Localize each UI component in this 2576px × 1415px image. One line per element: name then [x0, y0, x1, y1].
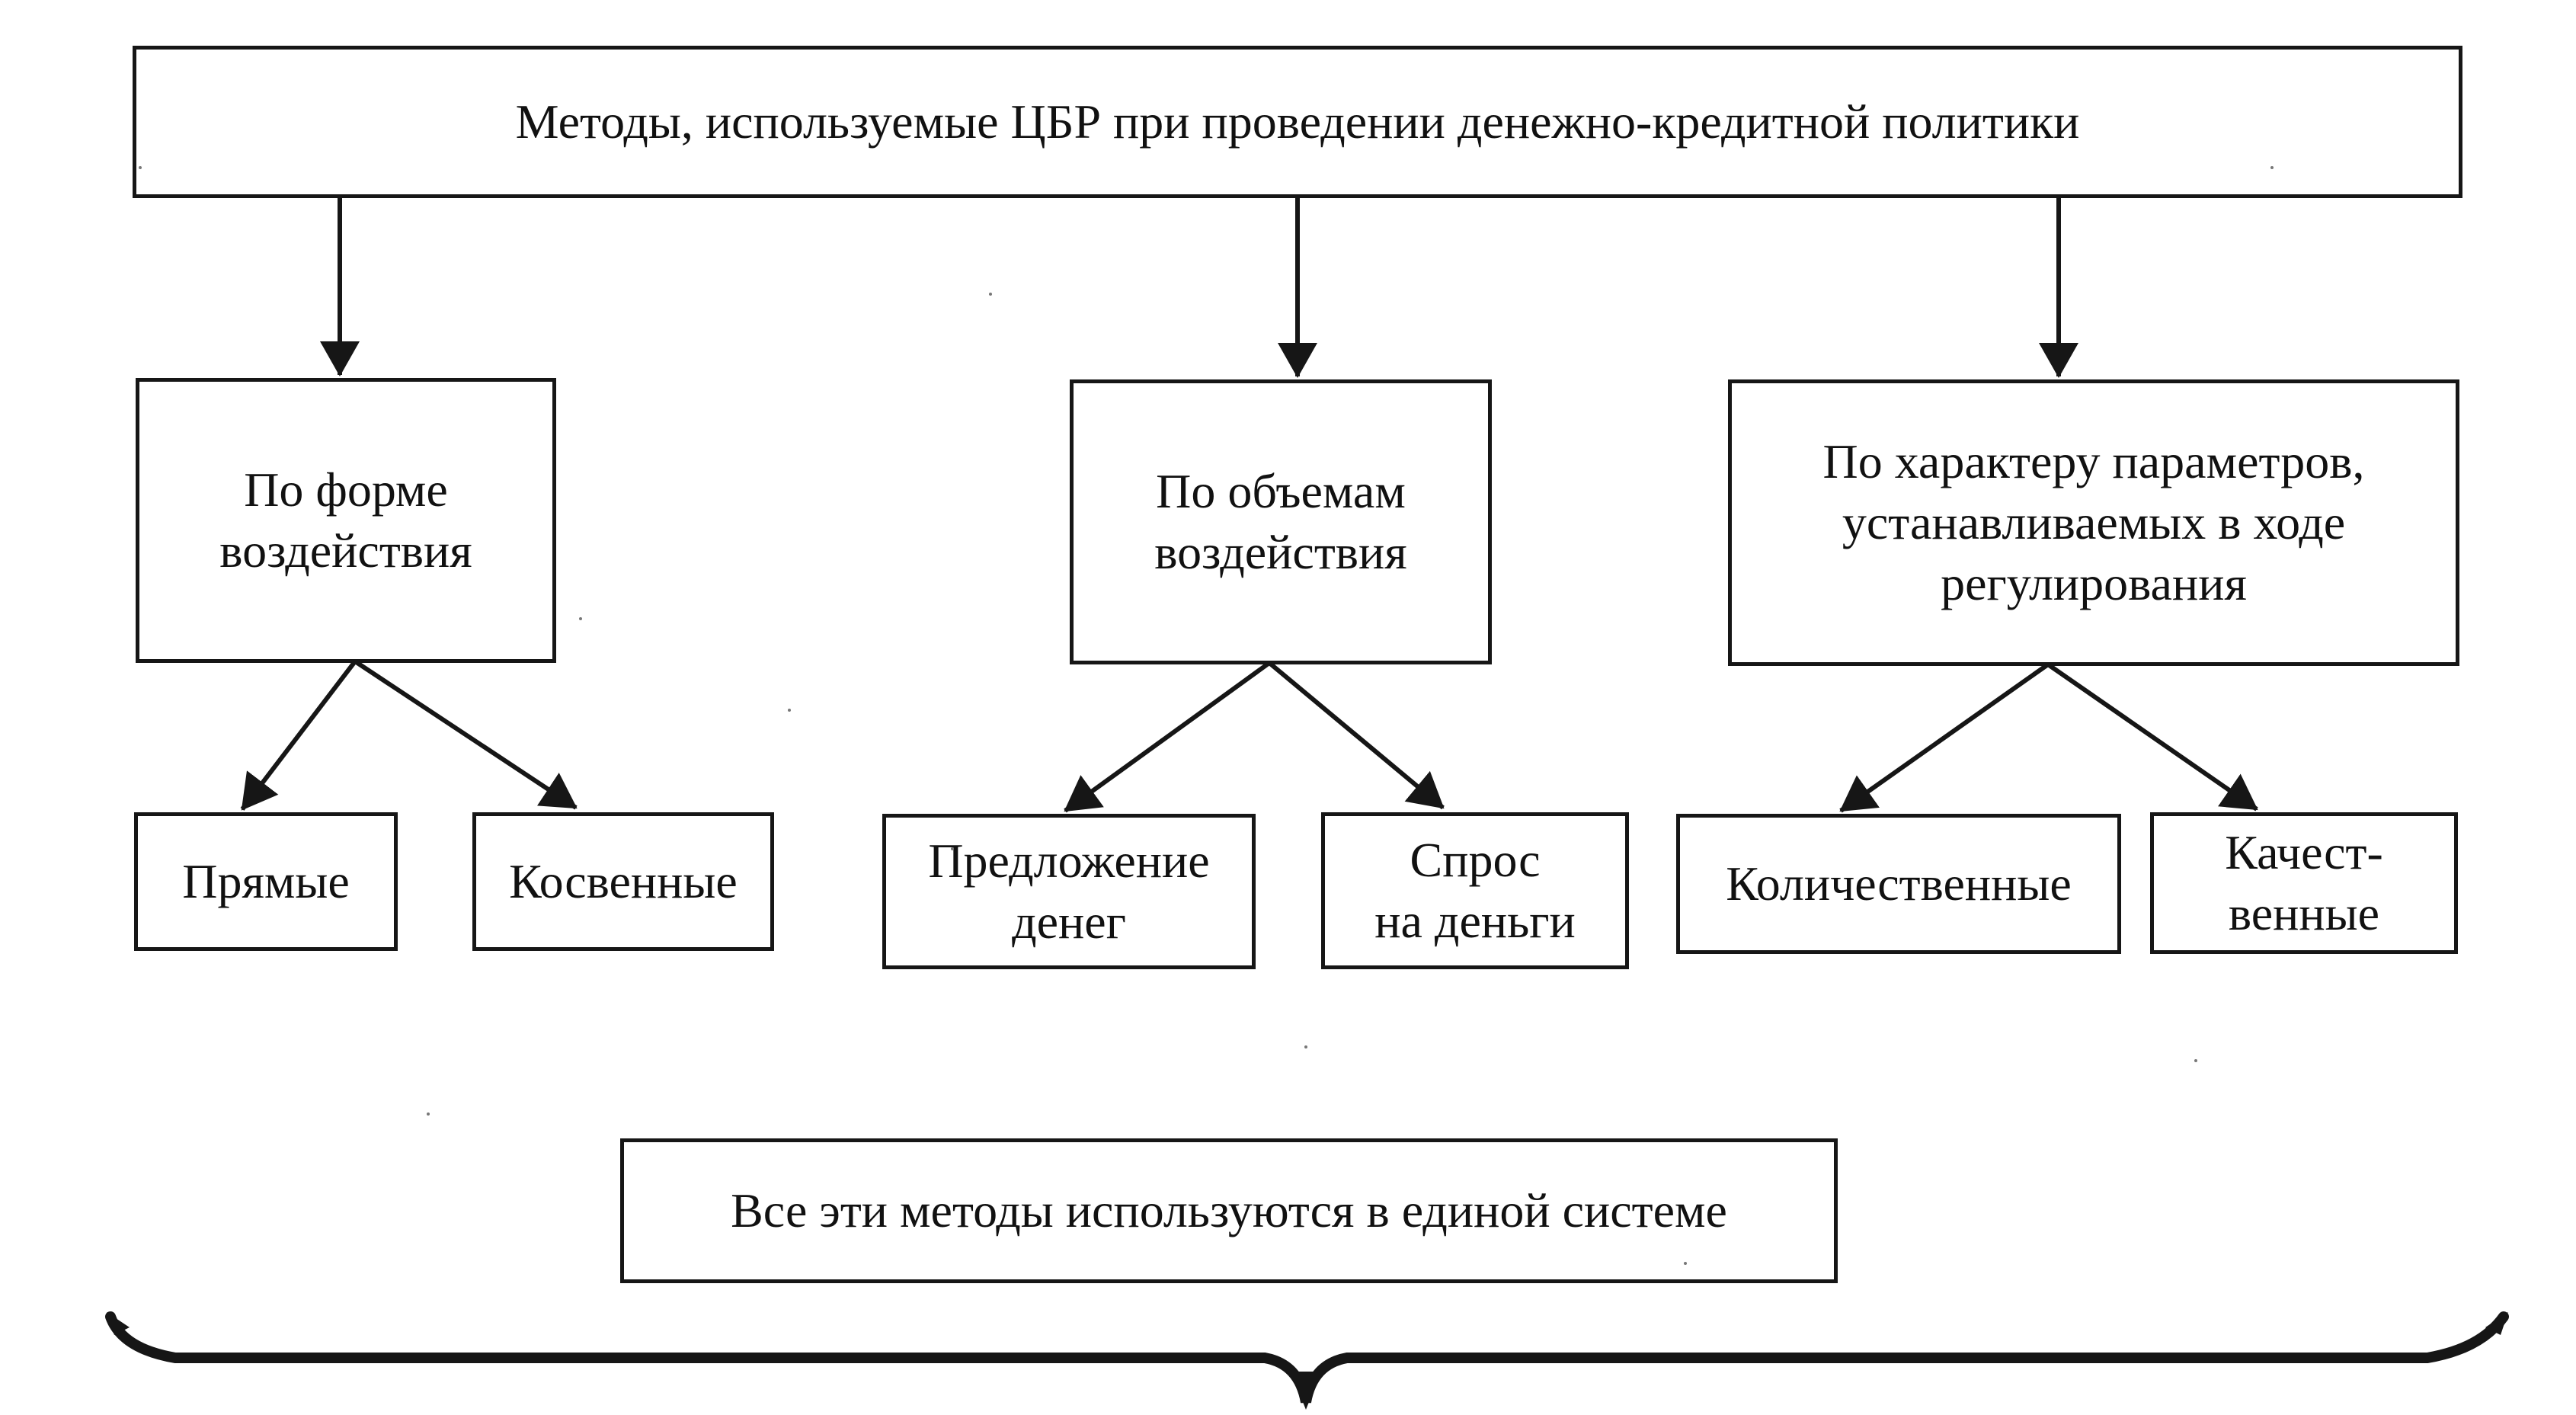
group-form-label: По форме воздействия — [219, 463, 472, 578]
child-quantitative-label: Количественные — [1726, 856, 2072, 911]
scan-speck — [1684, 1262, 1687, 1265]
arrow-form-to-indirect — [354, 659, 578, 810]
group-volume-box: По объемам воздействия — [1070, 379, 1492, 664]
child-direct-label: Прямые — [182, 854, 350, 908]
child-direct-box: Прямые — [134, 812, 398, 951]
arrow-parameters-to-qualitative — [2046, 662, 2258, 812]
scan-speck — [579, 617, 582, 620]
summary-label: Все эти методы используются в единой сис… — [731, 1183, 1727, 1237]
child-supply-box: Предложение денег — [882, 814, 1256, 969]
child-qualitative-label: Качест- венные — [2225, 825, 2383, 940]
arrow-parameters-to-quantitative — [1839, 662, 2050, 813]
arrow-volume-to-supply — [1064, 661, 1271, 813]
child-indirect-box: Косвенные — [472, 812, 774, 951]
scan-speck — [2270, 166, 2274, 169]
scan-speck — [1304, 1045, 1307, 1048]
child-indirect-label: Косвенные — [509, 854, 738, 908]
arrow-volume-to-demand — [1268, 661, 1445, 810]
child-demand-label: Спрос на деньги — [1374, 833, 1576, 948]
scan-speck — [951, 847, 954, 850]
scan-speck — [139, 166, 142, 169]
child-quantitative-box: Количественные — [1676, 814, 2121, 954]
brace-end-right — [2485, 1312, 2508, 1335]
scan-speck — [989, 293, 992, 296]
group-volume-label: По объемам воздействия — [1154, 464, 1407, 579]
group-parameters-label: По характеру параметров, устанавливаемых… — [1822, 434, 2365, 610]
summary-box: Все эти методы используются в единой сис… — [620, 1138, 1838, 1283]
root-box: Методы, используемые ЦБР при проведении … — [133, 46, 2462, 198]
arrow-form-to-direct — [240, 660, 357, 811]
child-qualitative-box: Качест- венные — [2150, 812, 2458, 954]
brace-end-left — [107, 1312, 130, 1335]
group-parameters-box: По характеру параметров, устанавливаемых… — [1728, 379, 2459, 666]
scan-speck — [2194, 1059, 2197, 1062]
brace-tip — [1291, 1372, 1321, 1410]
scan-speck — [788, 709, 791, 712]
child-supply-label: Предложение денег — [928, 834, 1210, 949]
scan-speck — [427, 1112, 430, 1116]
root-label: Методы, используемые ЦБР при проведении … — [515, 94, 2080, 149]
group-form-box: По форме воздействия — [136, 378, 556, 663]
child-demand-box: Спрос на деньги — [1321, 812, 1629, 969]
